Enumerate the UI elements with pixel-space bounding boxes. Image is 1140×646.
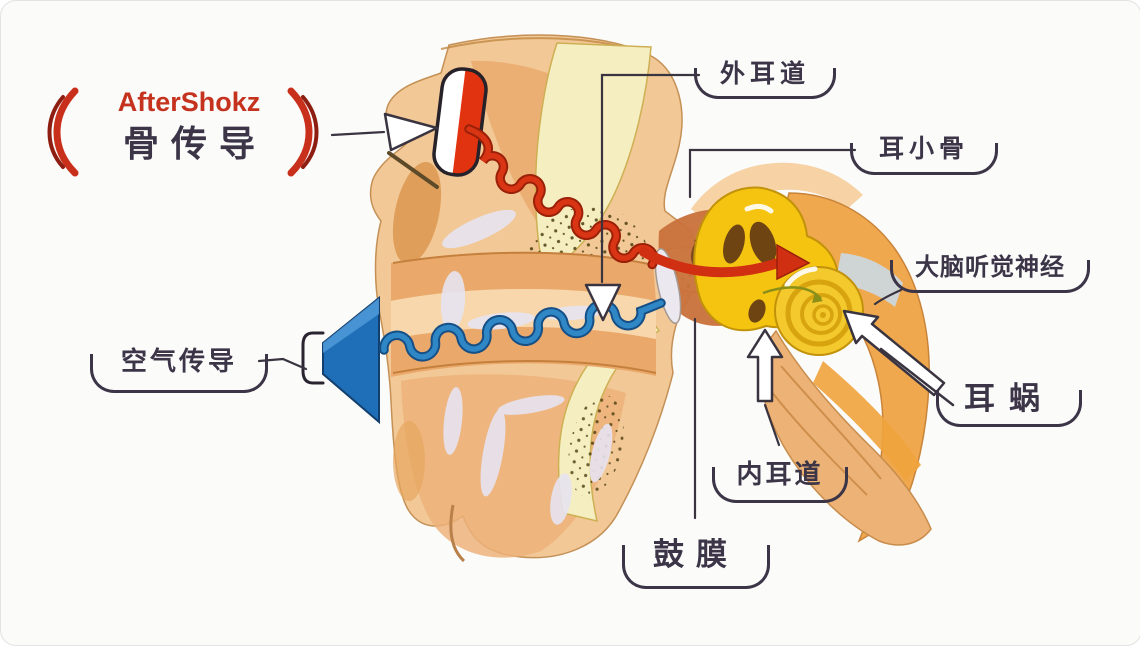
arrow-to-cochlea	[842, 309, 946, 397]
speaker-icon	[301, 295, 380, 425]
label-underline	[712, 467, 848, 503]
label-underline	[850, 142, 998, 175]
label-outer-ear-canal: 外耳道	[694, 47, 836, 99]
head-cross-section	[369, 34, 932, 563]
label-brain-auditory-nerve: 大脑听觉神经	[890, 237, 1090, 293]
label-cochlea: 耳蜗	[936, 365, 1082, 427]
arrow-into-ear-canal	[584, 283, 622, 322]
bone-conduction-brand-label: AfterShokz 骨传导	[37, 83, 329, 175]
label-ossicles: 耳小骨	[850, 121, 998, 175]
label-bone-conduction: 骨传导	[122, 123, 267, 164]
arrow-up-inner-ear-canal	[746, 328, 784, 403]
vibration-parentheses	[47, 87, 319, 177]
label-internal-ear-canal: 内耳道	[712, 443, 848, 503]
label-air-conduction: 空气传导	[90, 327, 268, 393]
label-eardrum: 鼓膜	[622, 515, 770, 589]
bone-conduction-transducer	[432, 66, 489, 178]
brand-name: AfterShokz	[117, 87, 261, 117]
air-conduction-wave	[379, 298, 666, 362]
eardrum-membrane	[654, 248, 682, 324]
sound-path-arrow	[639, 243, 811, 281]
arrow-to-transducer	[383, 112, 439, 152]
label-underline	[622, 545, 770, 589]
bone-conduction-wave	[464, 124, 659, 270]
label-underline	[90, 353, 268, 393]
label-underline	[890, 259, 1090, 293]
label-underline	[936, 390, 1082, 427]
